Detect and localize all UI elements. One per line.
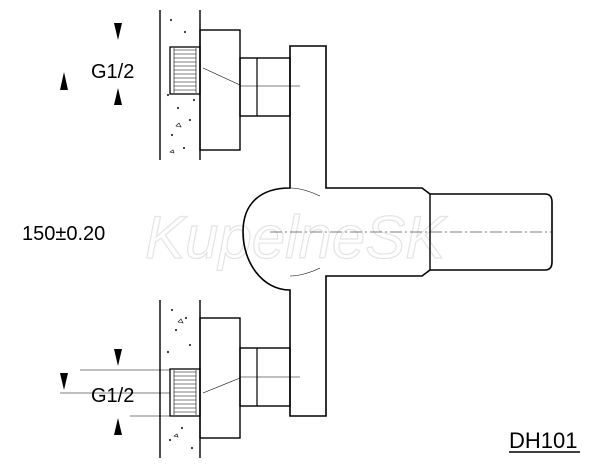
top-thread-label: G1/2 (91, 61, 134, 83)
model-code: DH101 (509, 428, 580, 453)
top-pipe-thread (169, 46, 201, 95)
bottom-thread-dimension: G1/2 (60, 349, 170, 435)
bottom-pipe-thread (169, 368, 201, 417)
top-eccentric-connector (202, 57, 300, 117)
top-thread-dimension: G1/2 (60, 23, 134, 105)
bottom-eccentric-connector (202, 347, 300, 407)
top-wall-section (159, 10, 201, 160)
bottom-wall-section (159, 300, 201, 458)
bottom-thread-label: G1/2 (91, 385, 134, 407)
top-cover-rosette (199, 29, 241, 151)
watermark: KupelneSK (145, 204, 448, 271)
center-distance-label: 150±0.20 (22, 223, 105, 245)
bottom-cover-rosette (199, 317, 241, 439)
mixer-body (242, 45, 553, 417)
model-code-label: DH101 (509, 428, 577, 453)
center-distance-dimension: 150±0.20 (22, 223, 105, 245)
